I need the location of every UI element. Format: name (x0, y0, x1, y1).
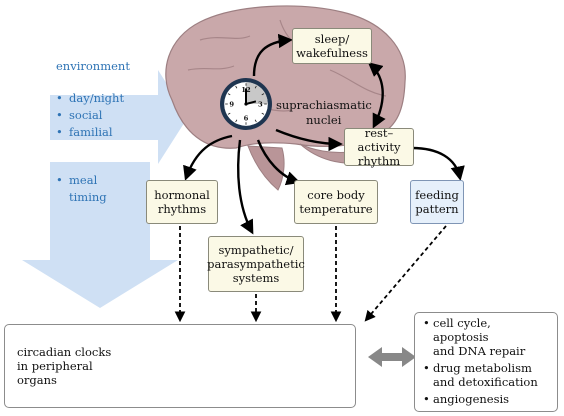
feeding-line1: feeding (415, 188, 459, 202)
clock-numeral: 3 (258, 100, 263, 108)
bidirectional-arrow (368, 347, 416, 367)
outcome-3-line1: angiogenesis (433, 391, 510, 406)
outcome-angiogenesis: angiogenesis (423, 392, 549, 406)
scn-label-line2: nuclei (306, 113, 342, 127)
peripheral-label: circadian clocks in peripheral organs (17, 345, 111, 387)
environment-list: day/night social familial (56, 90, 124, 141)
clock-shaded-sector (246, 82, 268, 104)
peripheral-line3: organs (17, 373, 57, 387)
peripheral-clocks-box: circadian clocks in peripheral organs (4, 324, 356, 408)
rest-line1: rest–activity (357, 126, 401, 154)
clock-numeral: 6 (244, 115, 249, 123)
core-line1: core body (307, 188, 365, 202)
env-item-day-night: day/night (56, 90, 124, 107)
outcome-1-line1: cell cycle, apoptosis (433, 315, 491, 344)
outcome-1-line2: and DNA repair (433, 343, 526, 358)
arrow-scn-to-autonomic (236, 139, 254, 235)
peripheral-line2: in peripheral (17, 359, 93, 373)
outcome-2-line1: drug metabolism (433, 360, 532, 375)
arrow-scn-to-rest (275, 128, 343, 152)
meal-timing-label: •meal timing (56, 173, 107, 204)
autonomic-line3: systems (232, 271, 280, 285)
hormonal-line2: rhythms (157, 202, 207, 216)
autonomic-line2: parasympathetic (207, 257, 305, 271)
sleep-line2: wakefulness (296, 46, 368, 60)
arrow-sleep-to-rest (367, 62, 386, 129)
dashed-arrow-feeding (364, 225, 447, 322)
arrow-scn-to-hormonal (183, 134, 233, 181)
scn-clock: 12369 (220, 78, 272, 130)
arrow-rest-to-feeding (411, 146, 465, 181)
core-line2: temperature (299, 202, 373, 216)
env-item-social: social (56, 107, 124, 124)
meal-timing-arrow (22, 162, 178, 308)
outcome-2-line2: and detoxification (433, 374, 538, 389)
feeding-line2: pattern (415, 202, 459, 216)
autonomic-line1: sympathetic/ (218, 243, 294, 257)
scn-label-line1: suprachiasmatic (276, 98, 372, 112)
hormonal-line1: hormonal (154, 188, 210, 202)
arrow-scn-to-core-temp (256, 139, 301, 186)
scn-label: suprachiasmatic nuclei (276, 98, 372, 128)
arrow-scn-to-sleep (252, 33, 293, 77)
env-item-familial: familial (56, 124, 124, 141)
meal-text: meal (69, 173, 98, 187)
sleep-wakefulness-box: sleep/wakefulness (292, 28, 372, 64)
rest-line2: rhythm (357, 154, 401, 168)
sleep-line1: sleep/ (314, 32, 350, 46)
clock-numeral: 9 (229, 100, 234, 108)
environment-title: environment (56, 59, 130, 73)
peripheral-line1: circadian clocks (17, 345, 112, 359)
meal-timing-text: timing (69, 190, 107, 204)
